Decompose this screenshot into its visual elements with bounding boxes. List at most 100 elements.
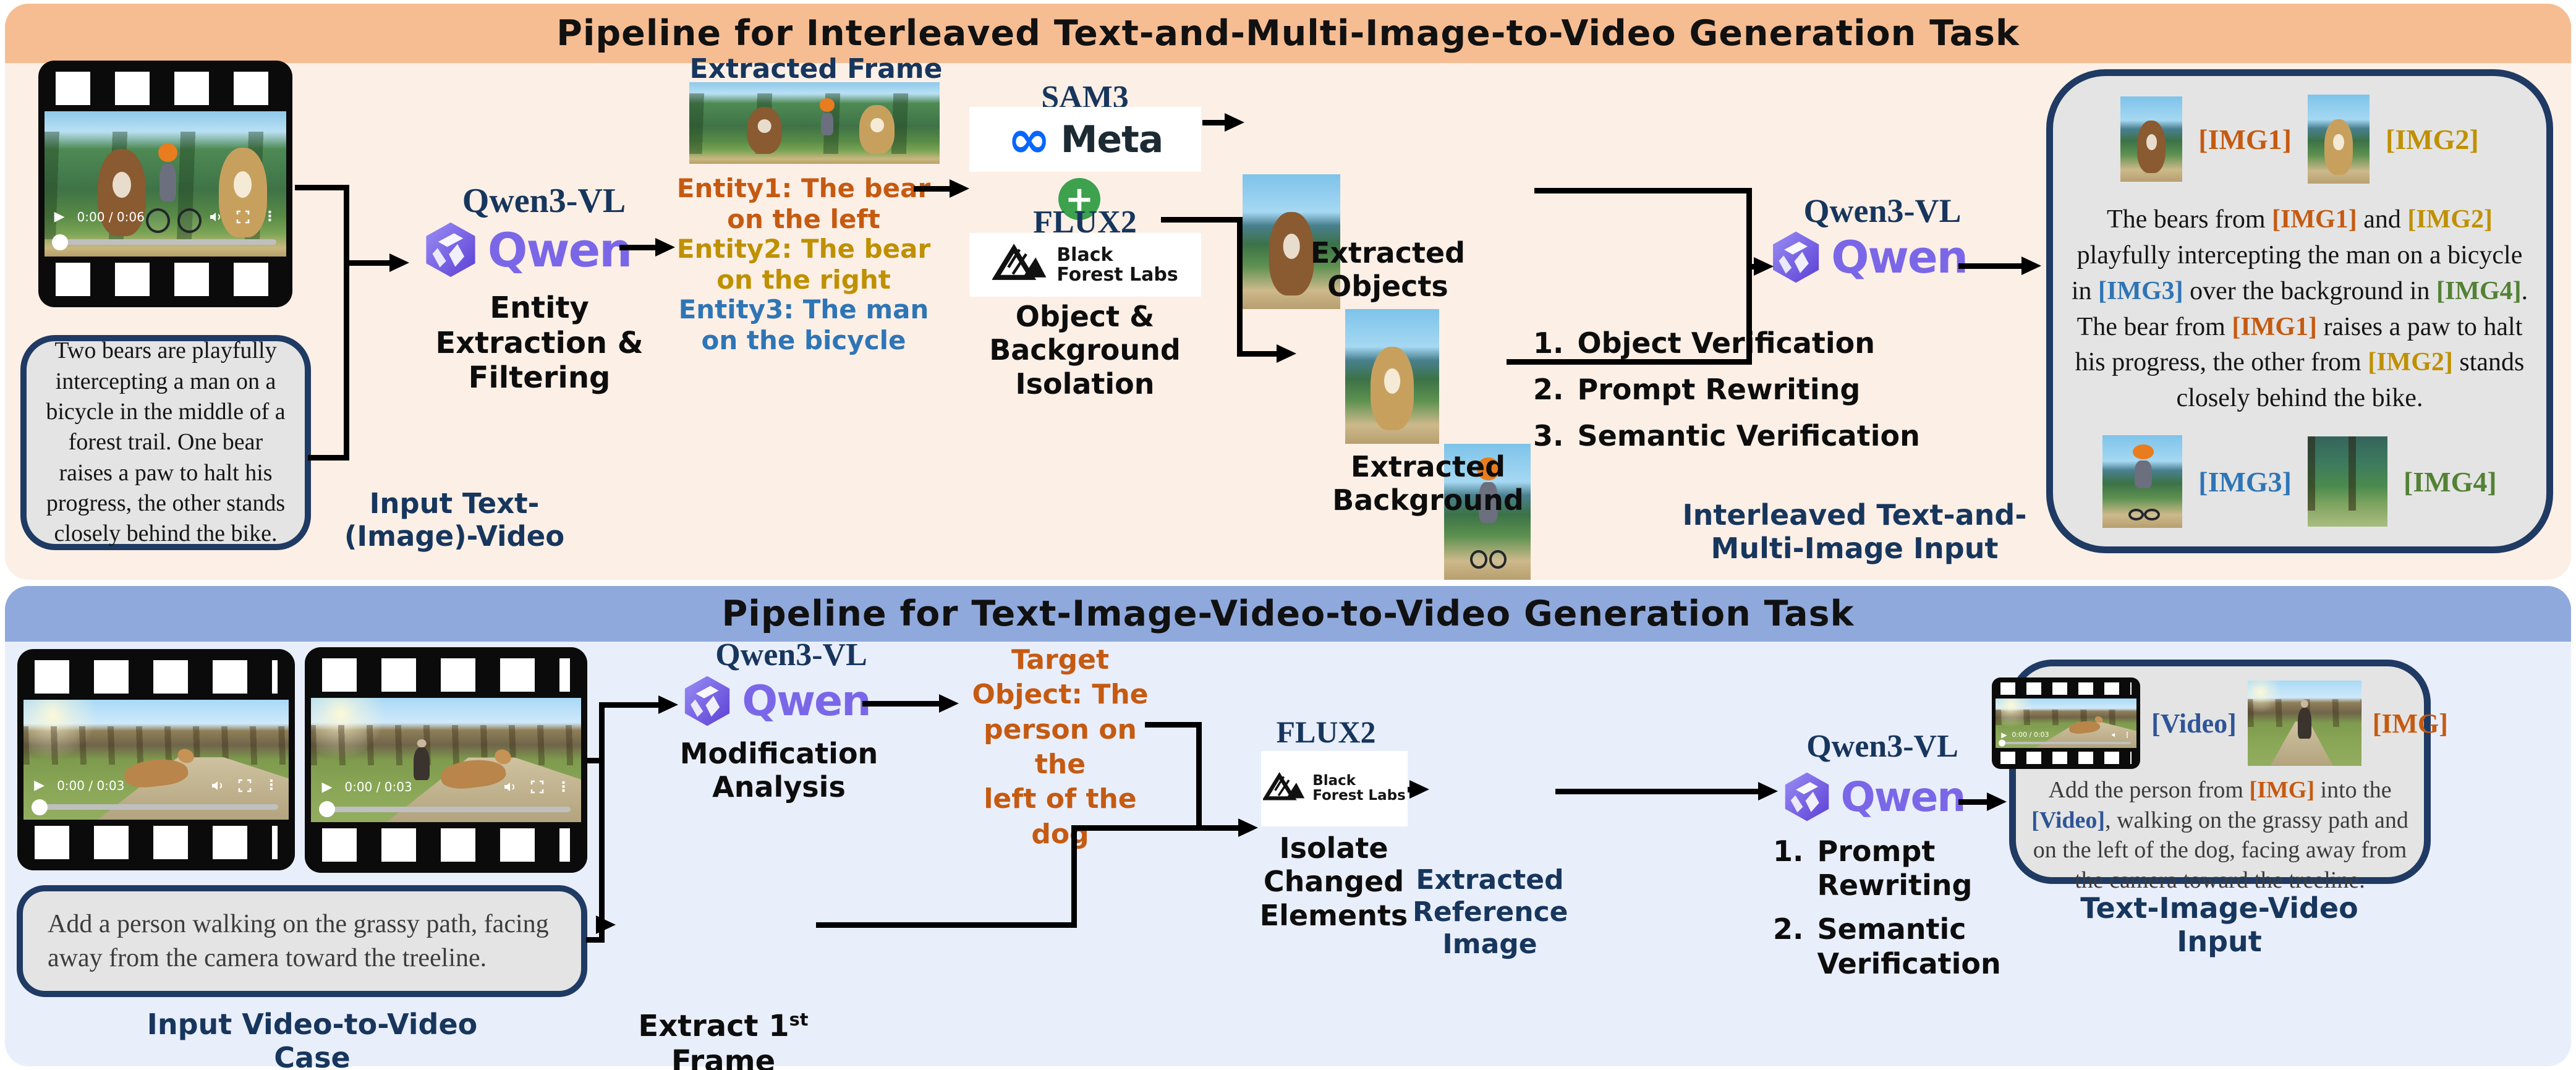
kebab-menu-icon[interactable]: ⋮ — [264, 778, 278, 794]
play-button[interactable]: ▶ — [2001, 730, 2007, 739]
video-thumbnail-scene: ▶ 0:00 / 0:03 ⋮ — [1996, 698, 2137, 748]
bear-right-shape — [218, 147, 267, 238]
volume-icon[interactable] — [2111, 731, 2119, 739]
bfl-wordmark: Black Forest Labs — [1312, 773, 1406, 804]
target-line: left of the — [984, 783, 1137, 815]
target-line: Object: The — [972, 679, 1149, 711]
img2-thumbnail — [2308, 95, 2370, 184]
qwen-logo: Qwen — [680, 675, 872, 727]
video-progress-bar[interactable] — [32, 799, 278, 815]
step-item: 3. Semantic Verification — [1533, 419, 1920, 453]
arrow-head — [655, 238, 675, 257]
progress-knob[interactable] — [32, 799, 48, 815]
filmstrip-holes-icon — [2000, 752, 2132, 764]
output-image-row-1: [IMG1] [IMG2] — [2120, 95, 2479, 184]
fullscreen-icon[interactable] — [530, 779, 545, 794]
interleaved-input-label-line2: Multi-Image Input — [1711, 532, 1999, 566]
play-button[interactable]: ▶ — [54, 209, 65, 225]
input-video-filmstrip: ▶ 0:00 / 0:06 ⋮ — [38, 61, 292, 307]
connector-line — [1237, 351, 1278, 357]
input-video1-filmstrip: ▶ 0:00 / 0:03 ⋮ — [17, 649, 295, 870]
volume-icon[interactable] — [208, 210, 223, 224]
video-timestamp: 0:00 / 0:03 — [2012, 731, 2049, 739]
connector-line — [862, 701, 940, 707]
entity-extraction-caption: Entity Extraction & Filtering — [435, 291, 644, 396]
volume-icon[interactable] — [503, 779, 517, 794]
volume-icon[interactable] — [210, 778, 225, 793]
video-controls: ▶ 0:00 / 0:06 ⋮ — [54, 209, 277, 224]
input-modality-label: Input Text- (Image)-Video — [309, 487, 600, 553]
video-timestamp: 0:00 / 0:06 — [77, 209, 145, 224]
qwen-logo-icon — [1773, 231, 1819, 283]
video-progress-bar[interactable] — [319, 801, 571, 818]
qwen3vl-rewrite-title: Qwen3-VL — [1806, 729, 1958, 764]
input-prompt-box: Two bears are playfully intercepting a m… — [20, 335, 311, 550]
extracted-frame-label: Extracted Frame — [689, 53, 943, 85]
plus-icon: + — [1058, 178, 1100, 220]
qwen-logo-icon — [426, 222, 475, 278]
connector-line — [1237, 217, 1243, 357]
rider-shape — [159, 163, 177, 202]
connector-line — [587, 758, 605, 763]
bfl-wordmark-line1: Black — [1056, 244, 1113, 266]
img-tag: [IMG] — [2372, 708, 2448, 739]
video-controls: ▶ 0:00 / 0:03 ⋮ — [34, 778, 278, 793]
meta-wordmark: Meta — [1060, 117, 1164, 161]
black-forest-labs-icon — [1263, 771, 1305, 800]
filmstrip-holes-icon — [322, 658, 570, 692]
arrow-head — [1225, 113, 1244, 132]
fullscreen-icon[interactable] — [236, 210, 250, 224]
tiv-output-box: ▶ 0:00 / 0:03 ⋮ [Video] [IMG] Add the pe… — [1992, 660, 2448, 893]
bike-wheel-shape — [2128, 508, 2145, 520]
entity2-text: Entity2: The bear on the right — [676, 234, 931, 295]
kebab-menu-icon[interactable]: ⋮ — [2123, 730, 2131, 739]
edit-instruction-text: Add a person walking on the grassy path,… — [48, 909, 549, 972]
kebab-menu-icon[interactable]: ⋮ — [556, 779, 571, 795]
video-timestamp: 0:00 / 0:03 — [57, 778, 125, 793]
arrow-head — [939, 694, 959, 713]
extracted-reference-label: Extracted Reference Image — [1413, 864, 1568, 960]
progress-knob[interactable] — [319, 801, 336, 818]
arrow-head — [1758, 782, 1778, 800]
kebab-menu-icon[interactable]: ⋮ — [263, 209, 277, 225]
video-progress-bar[interactable] — [51, 234, 277, 250]
connector-line — [1161, 217, 1243, 223]
bike-wheel-shape — [1470, 550, 1487, 569]
video-progress-bar[interactable] — [1999, 739, 2131, 747]
step-number: 3. — [1533, 419, 1564, 453]
arrow-head — [1987, 792, 2007, 811]
bfl-wordmark-line1: Black — [1312, 773, 1356, 789]
person-shape — [414, 747, 430, 780]
input-modality-label-line1: Input Text- — [369, 487, 540, 520]
input-case-label: Input Video-to-Video Case — [147, 1008, 478, 1070]
extracted-background-label: Extracted Background — [1332, 450, 1524, 517]
arrow-head — [2021, 257, 2041, 275]
input-video2-filmstrip: ▶ 0:00 / 0:03 ⋮ — [305, 647, 587, 873]
video-thumbnail-filmstrip: ▶ 0:00 / 0:03 ⋮ — [1992, 677, 2141, 769]
input-modality-label-line2: (Image)-Video — [344, 520, 565, 553]
img4-thumbnail — [2308, 436, 2387, 527]
output-image-row: ▶ 0:00 / 0:03 ⋮ [Video] [IMG] — [1992, 677, 2448, 769]
progress-knob[interactable] — [51, 234, 68, 250]
bike-wheel-shape — [1489, 550, 1507, 569]
bear-right-shape — [859, 104, 895, 155]
step-label: Semantic Verification — [1817, 912, 2001, 980]
progress-knob[interactable] — [1999, 739, 2006, 747]
fullscreen-icon[interactable] — [237, 778, 252, 793]
arrow-head — [389, 253, 409, 272]
input-video2-scene: ▶ 0:00 / 0:03 ⋮ — [311, 698, 581, 822]
play-button[interactable]: ▶ — [321, 779, 333, 795]
connector-line — [1534, 188, 1752, 193]
top-pipeline-title: Pipeline for Interleaved Text-and-Multi-… — [556, 13, 2020, 54]
interleaved-input-label-line1: Interleaved Text-and- — [1682, 498, 2027, 532]
bike-wheel-shape — [2144, 508, 2161, 520]
step-label: Prompt Rewriting — [1577, 373, 1861, 407]
qwen-wordmark: Qwen — [742, 676, 871, 726]
helmet-icon — [158, 143, 178, 163]
img2-tag: [IMG2] — [2386, 123, 2479, 155]
input-video1-scene: ▶ 0:00 / 0:03 ⋮ — [23, 700, 289, 820]
play-button[interactable]: ▶ — [34, 778, 45, 794]
qwen3vl-verify-title: Qwen3-VL — [1803, 192, 1962, 229]
filmstrip-holes-icon — [56, 72, 275, 105]
